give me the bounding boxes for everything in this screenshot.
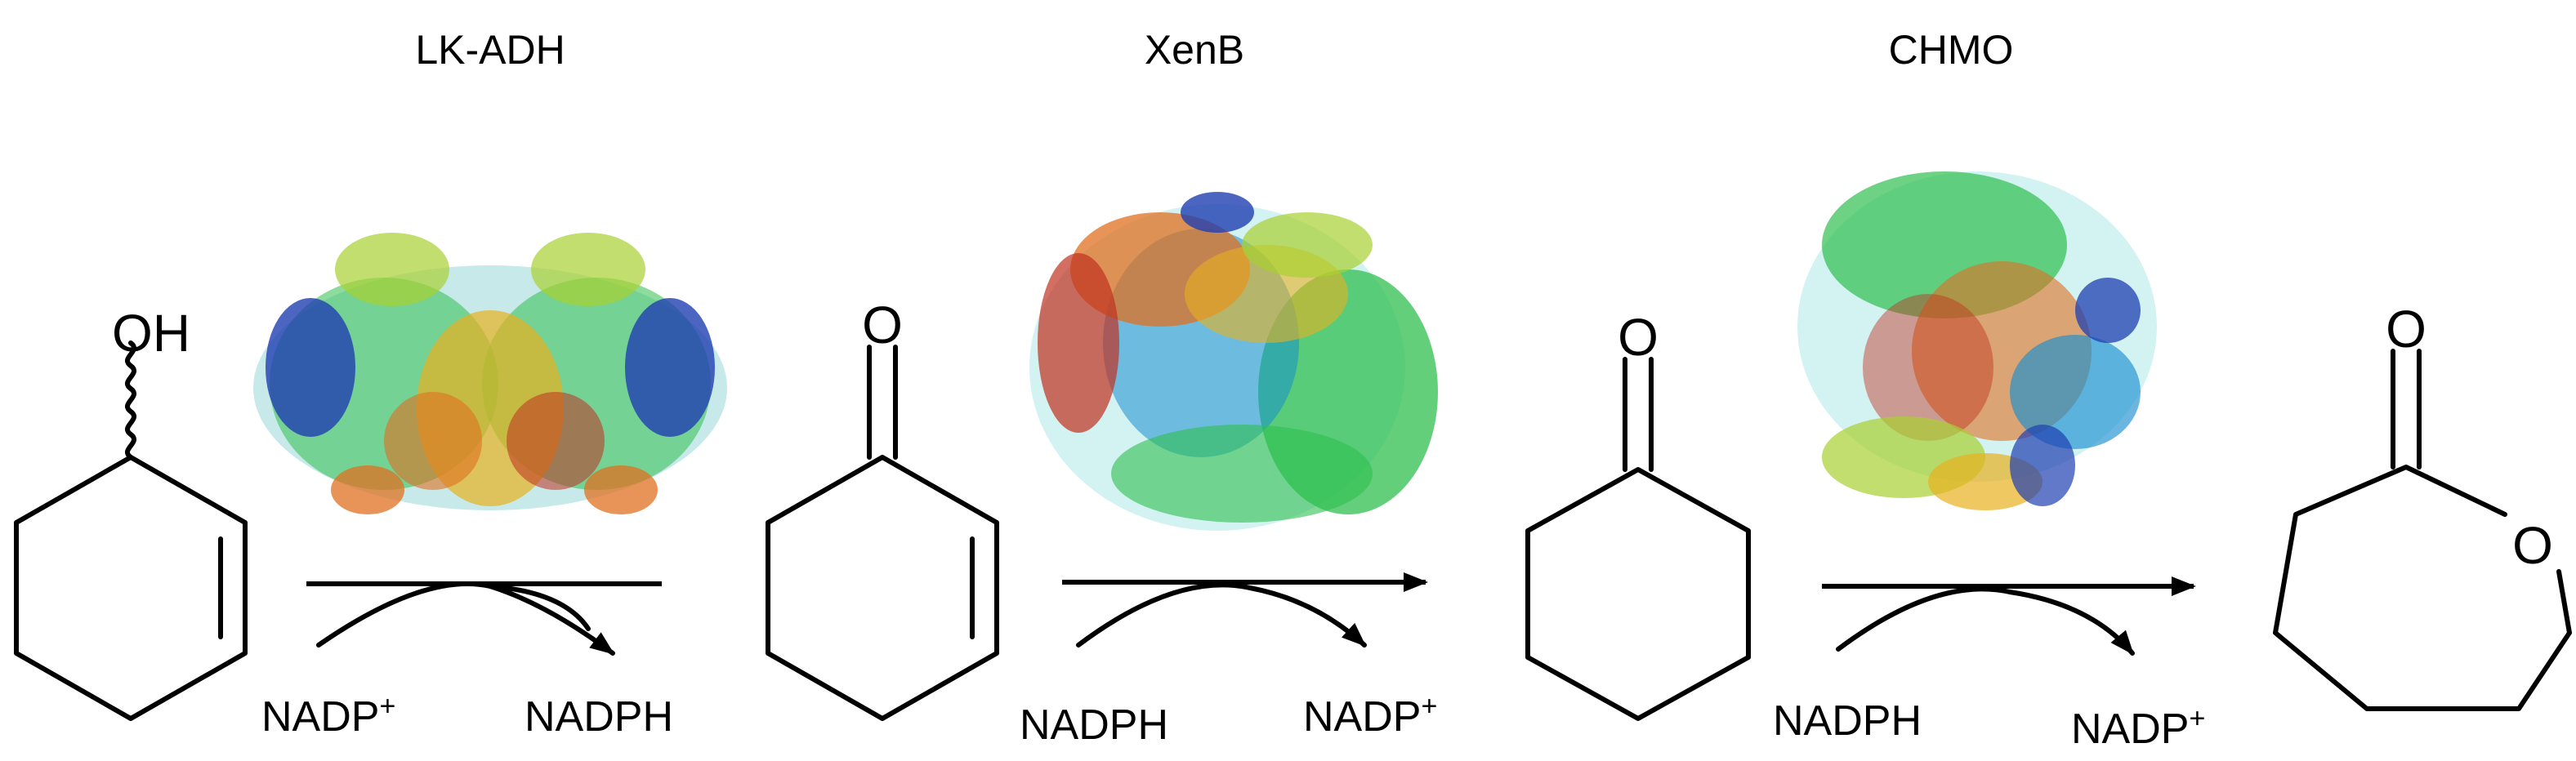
molecule-caprolactone: O O	[2273, 300, 2572, 711]
protein-structure-xenb	[1029, 192, 1438, 531]
molecule-cyclohexenol: OH	[14, 304, 248, 721]
atom-label-oh: OH	[112, 304, 190, 363]
cofactor-out-2: NADP+	[1303, 691, 1437, 741]
molecule-cyclohexenone: O	[766, 296, 999, 721]
enzyme-label-chmo: CHMO	[1889, 27, 2014, 73]
atom-label-o: O	[1618, 308, 1659, 367]
atom-label-carbonyl-o: O	[2386, 300, 2426, 358]
cofactor-out-1: NADPH	[525, 693, 673, 741]
cofactor-in-3: NADPH	[1773, 697, 1922, 745]
atom-label-ring-o: O	[2512, 516, 2553, 575]
cofactor-in-1: NADP+	[261, 691, 395, 741]
cofactor-in-2: NADPH	[1020, 701, 1168, 749]
reaction-arrow-1	[306, 581, 662, 656]
reaction-arrow-2	[1062, 572, 1428, 648]
cofactor-out-3: NADP+	[2071, 703, 2205, 753]
protein-structure-lk-adh	[253, 233, 727, 514]
enzyme-label-lk-adh: LK-ADH	[415, 27, 565, 73]
enzyme-label-xenb: XenB	[1145, 27, 1244, 73]
protein-structure-chmo	[1797, 171, 2157, 510]
molecule-cyclohexanone: O	[1525, 308, 1751, 721]
reaction-arrow-3	[1822, 576, 2196, 656]
atom-label-o: O	[862, 296, 903, 354]
